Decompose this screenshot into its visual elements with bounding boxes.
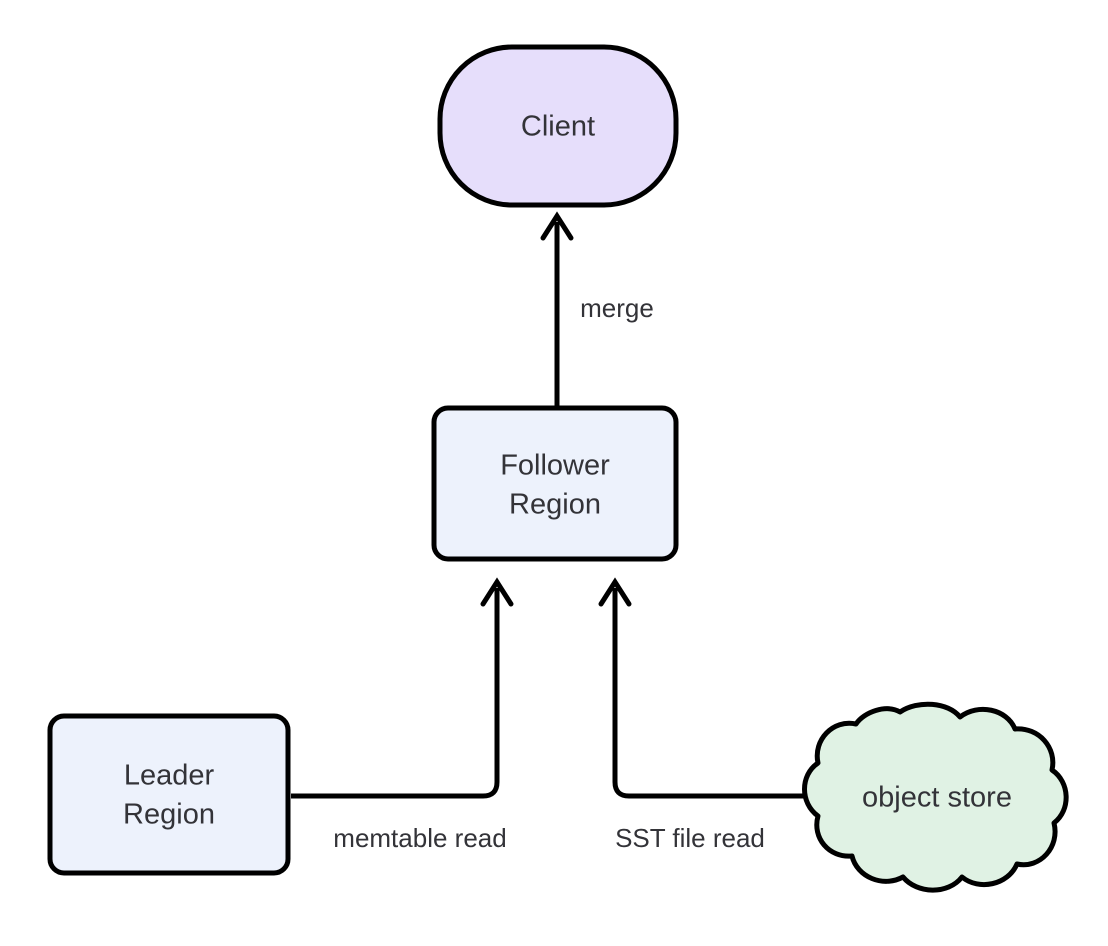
edge-merge [540, 211, 574, 406]
node-leader-region-label-line1: Leader [124, 760, 215, 792]
node-object-store-shape [802, 701, 1069, 893]
node-follower-region-shape [431, 405, 679, 562]
node-client-shape [437, 44, 679, 208]
node-leader-region-label-line2: Region [123, 799, 215, 831]
arrowhead-up-icon [480, 577, 514, 607]
node-follower-region-label-line2: Region [509, 489, 601, 521]
edge-sst-file-read-line [612, 588, 820, 799]
edge-memtable-read-line [291, 588, 500, 799]
arrowhead-up-icon [598, 577, 632, 607]
node-leader-region[interactable]: Leader Region [47, 713, 291, 876]
edge-memtable-read [291, 577, 514, 799]
node-follower-region-label-line1: Follower [500, 450, 610, 482]
node-client[interactable]: Client [437, 44, 679, 208]
arrowhead-up-icon [540, 211, 574, 241]
edge-label-sst-file-read: SST file read [615, 823, 765, 853]
node-leader-region-shape [47, 713, 291, 876]
node-client-label: Client [521, 111, 595, 143]
node-follower-region[interactable]: Follower Region [431, 405, 679, 562]
node-object-store[interactable]: object store [802, 701, 1069, 893]
edge-label-memtable-read: memtable read [333, 823, 506, 853]
node-object-store-label: object store [862, 782, 1012, 814]
edge-sst-file-read [598, 577, 820, 799]
edge-label-merge: merge [580, 293, 654, 323]
